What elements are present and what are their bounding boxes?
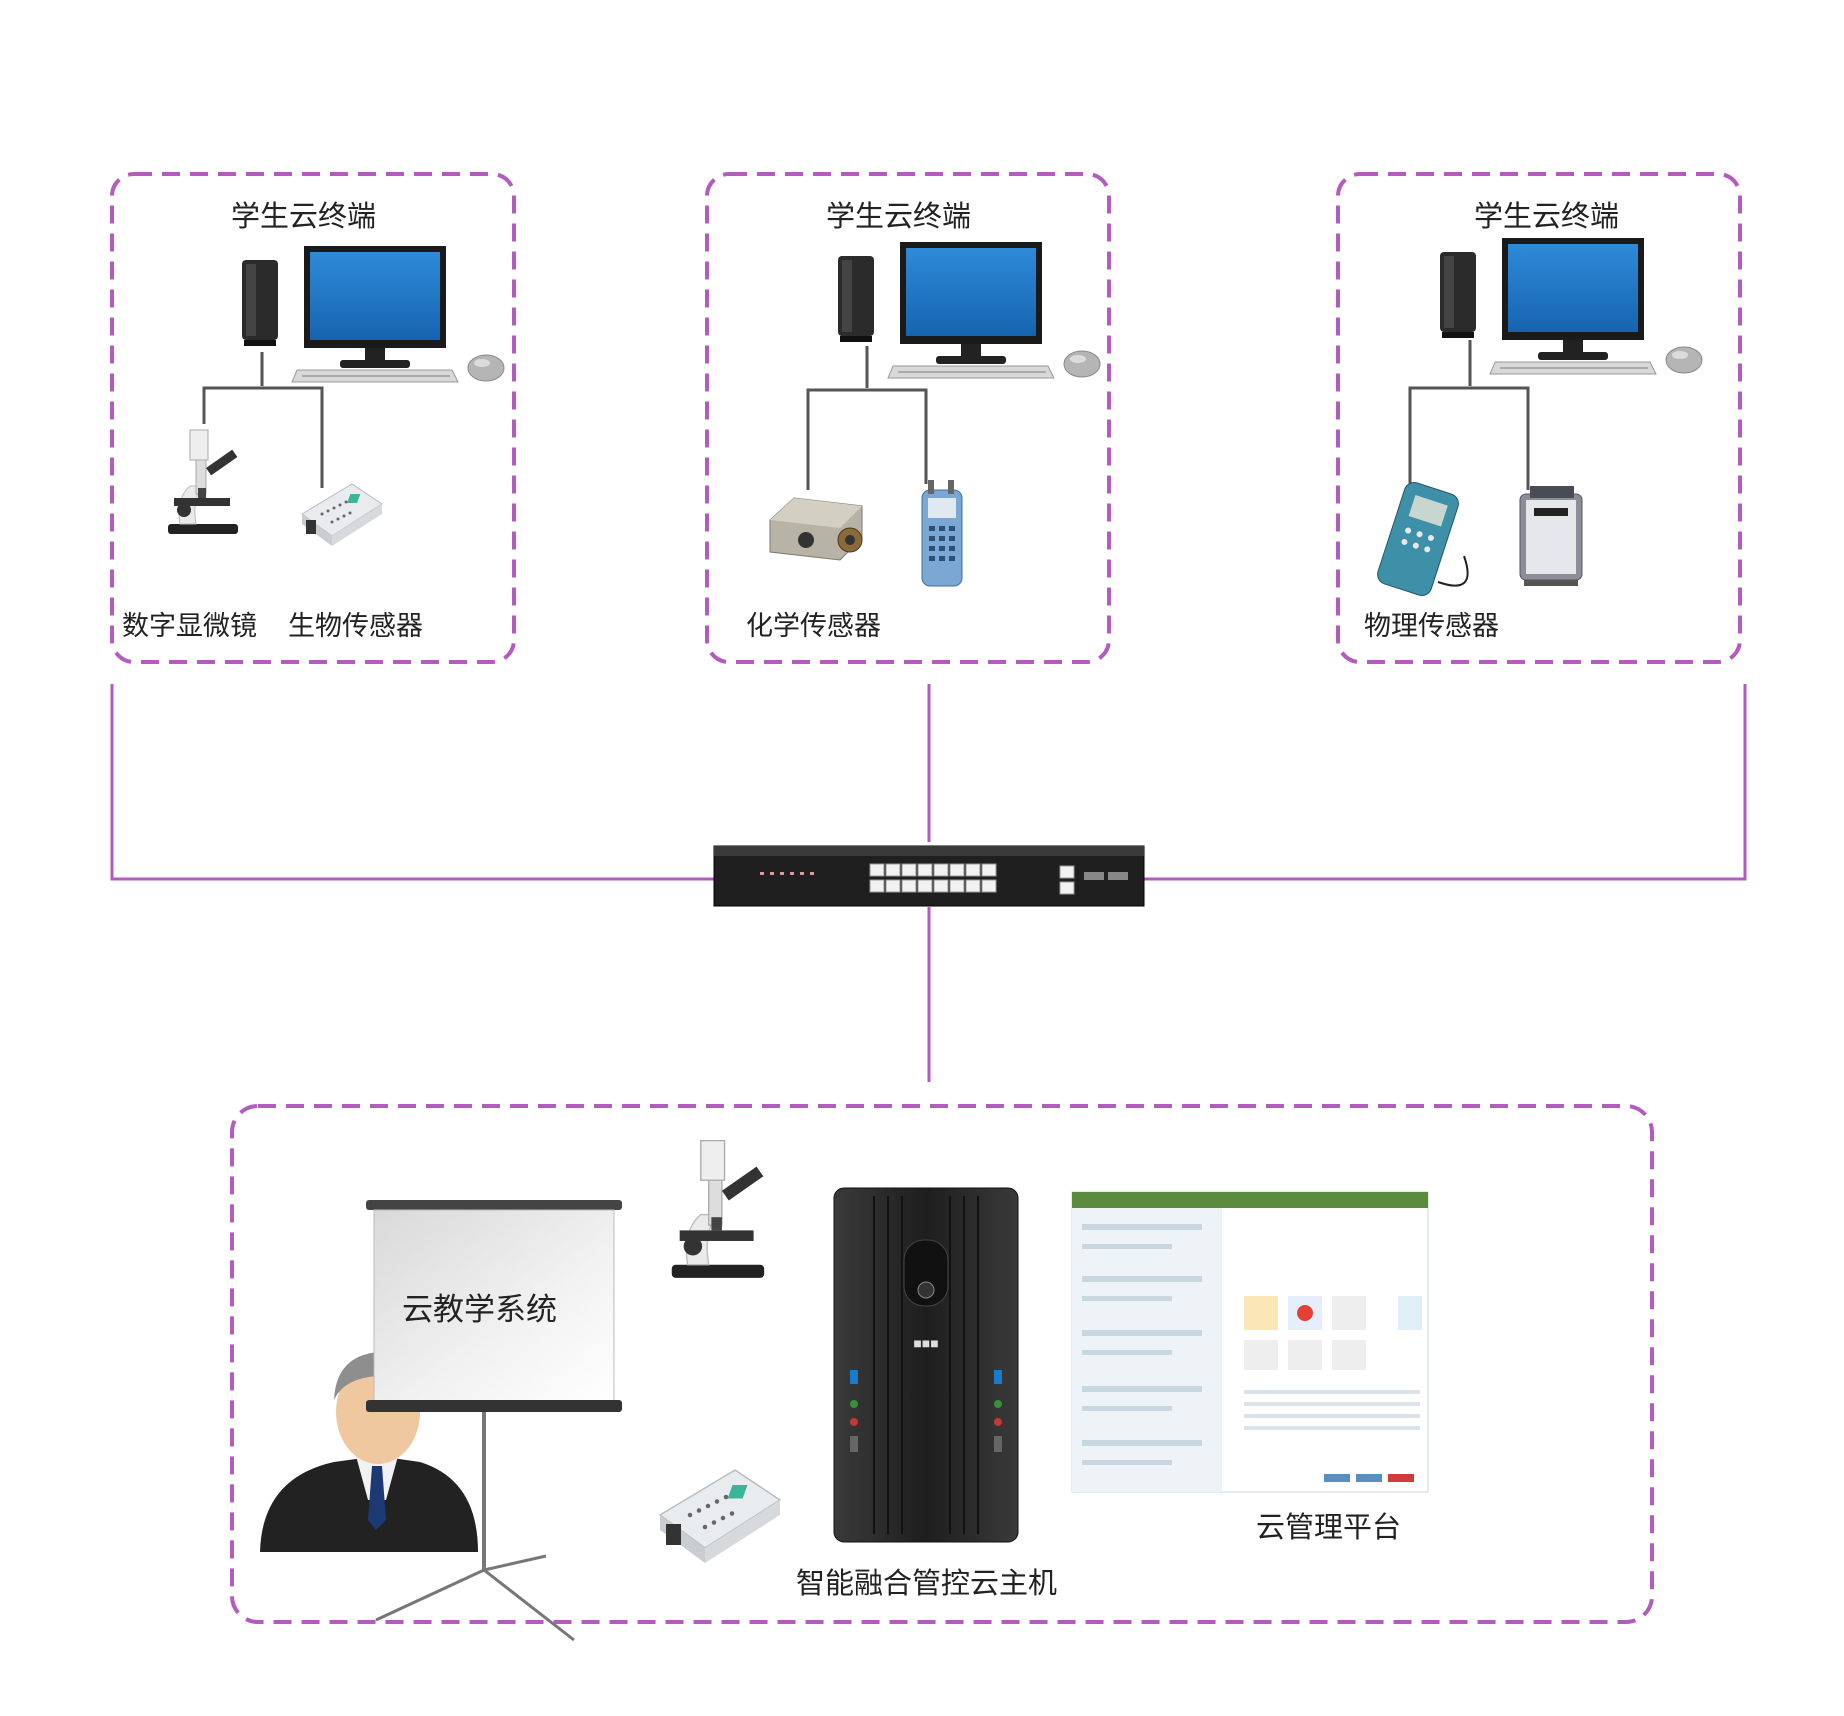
switch-icon bbox=[713, 845, 1145, 907]
terminal-2-tree bbox=[806, 346, 928, 490]
microscope-icon bbox=[167, 429, 239, 535]
sensor-icon bbox=[769, 497, 863, 561]
terminal-frame-2 bbox=[705, 172, 1111, 664]
terminal-1-workstation bbox=[241, 245, 505, 383]
terminal-3-device-1-label: 物理传感器 bbox=[1364, 611, 1499, 642]
microscope-icon bbox=[671, 1139, 765, 1279]
link-terminal-1 bbox=[110, 684, 718, 881]
terminal-1-title: 学生云终端 bbox=[231, 199, 377, 233]
sensor-icon bbox=[301, 483, 383, 547]
terminal-2-device-1-label: 化学传感器 bbox=[746, 611, 881, 642]
terminal-1-tree bbox=[202, 352, 324, 488]
server-room-frame bbox=[230, 1104, 1654, 1624]
cloud-host-label: 智能融合管控云主机 bbox=[796, 1566, 1058, 1600]
sensor-icon bbox=[921, 480, 963, 587]
terminal-3-tree bbox=[1408, 340, 1530, 490]
terminal-3-workstation bbox=[1439, 237, 1703, 375]
sensor-icon bbox=[659, 1469, 781, 1564]
terminal-3-title: 学生云终端 bbox=[1474, 199, 1620, 233]
terminal-frame-3 bbox=[1336, 172, 1742, 664]
management-platform-label: 云管理平台 bbox=[1256, 1510, 1402, 1544]
terminal-2-title: 学生云终端 bbox=[826, 199, 972, 233]
network-links bbox=[110, 684, 1747, 1082]
sensor-icon bbox=[1377, 482, 1469, 596]
projector-screen-label: 云教学系统 bbox=[402, 1292, 557, 1328]
terminal-frame-1 bbox=[110, 172, 516, 664]
sensor-icon bbox=[1519, 486, 1583, 586]
terminal-2-workstation bbox=[837, 241, 1101, 379]
svg-text:■■■: ■■■ bbox=[913, 1335, 938, 1351]
link-terminal-3 bbox=[1142, 684, 1747, 881]
projector-screen-icon bbox=[366, 1200, 622, 1642]
terminal-frames bbox=[110, 172, 1742, 1624]
terminal-1-device-2-label: 生物传感器 bbox=[288, 611, 423, 642]
dashboard-icon bbox=[1071, 1191, 1429, 1493]
server-icon: ■■■ bbox=[833, 1187, 1019, 1543]
terminal-1-device-1-label: 数字显微镜 bbox=[122, 611, 257, 642]
